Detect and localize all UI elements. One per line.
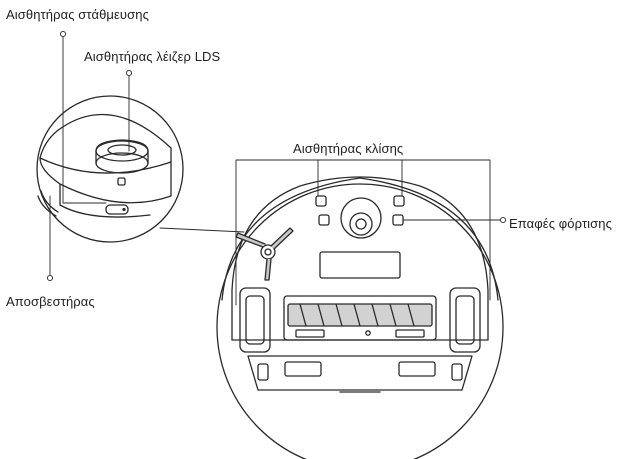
front-caster (340, 197, 382, 239)
top-cover (39, 113, 172, 204)
rear-slot-left (284, 361, 322, 377)
bottom-view (216, 176, 504, 459)
base-plate (231, 176, 489, 341)
cliff-sensors (315, 195, 405, 207)
bumper-label: Αποσβεστήρας (6, 294, 95, 309)
right-wheel (449, 287, 481, 353)
rear-slot-right (398, 361, 436, 377)
side-brush (235, 227, 294, 281)
dustbin-outline (247, 355, 473, 391)
top-view (36, 95, 184, 243)
robot-body-outline (216, 183, 504, 459)
cliff-sensor-label: Αισθητήρας κλίσης (293, 141, 404, 156)
lds-laser-sensor-label: Αισθητήρας λέιζερ LDS (84, 49, 221, 64)
charging-contacts (318, 214, 404, 226)
docking-sensor-label: Αισθητήρας στάθμευσης (6, 7, 149, 22)
main-brush (283, 295, 437, 341)
docking-sensor-window (105, 204, 129, 215)
top-view-outline (36, 95, 184, 243)
power-button (117, 177, 126, 186)
leader-lines (46, 30, 507, 306)
left-wheel (239, 287, 271, 353)
battery-cover (319, 251, 401, 279)
bumper-arc (221, 177, 499, 301)
charging-contacts-label: Επαφές φόρτισης (509, 216, 612, 231)
lds-turret (95, 139, 149, 174)
